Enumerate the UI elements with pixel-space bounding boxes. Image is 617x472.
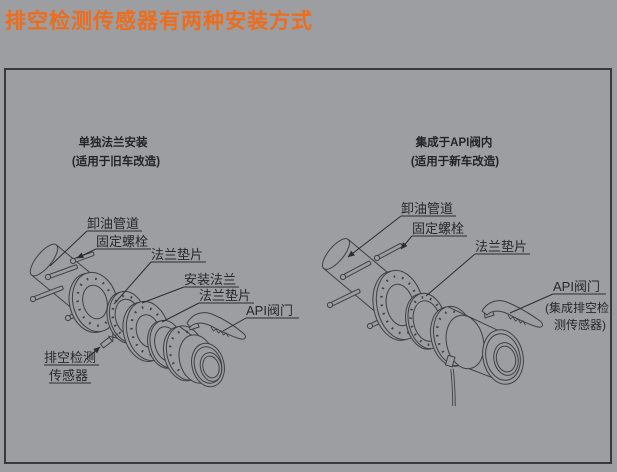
diagram-frame: 单独法兰安装 (适用于旧车改造) — [4, 68, 612, 464]
label-api-valve: API阀门 — [246, 303, 293, 318]
label-valve-note-line2: 测传感器) — [554, 317, 606, 332]
leader-line — [222, 317, 247, 332]
bolt-drawing — [373, 243, 403, 262]
valve-handle-drawing — [186, 312, 246, 340]
bolt-drawing — [29, 285, 64, 303]
leader-line — [400, 235, 413, 250]
page-title: 排空检测传感器有两种安装方式 — [5, 10, 313, 33]
leader-line — [76, 248, 97, 259]
label-fixing-bolts: 固定螺栓 — [96, 234, 148, 249]
valve-drawing — [430, 300, 543, 407]
label-flange-gasket: 法兰垫片 — [475, 239, 527, 254]
valve-drawing — [162, 312, 246, 388]
right-heading: 集成于API阀内 — [415, 135, 493, 149]
valve-cable-drawing — [444, 354, 456, 407]
bolt-drawing — [339, 260, 372, 281]
label-sensor-line2: 传感器 — [49, 368, 88, 383]
label-flange-gasket-2: 法兰垫片 — [199, 288, 251, 303]
diagram-canvas: 单独法兰安装 (适用于旧车改造) — [29, 135, 609, 407]
bolt-drawing — [44, 264, 78, 281]
leader-line — [425, 253, 476, 297]
leader-line — [161, 302, 200, 323]
left-subheading: (适用于旧车改造) — [72, 154, 160, 168]
right-subheading: (适用于新车改造) — [411, 154, 499, 168]
bolt-drawing — [69, 251, 95, 265]
left-heading: 单独法兰安装 — [79, 135, 148, 149]
leader-line — [347, 215, 402, 258]
leader-line — [141, 286, 185, 304]
label-valve-note-line1: (集成排空检 — [545, 300, 609, 315]
leader-line — [113, 261, 152, 305]
label-unloading-pipe: 卸油管道 — [401, 201, 453, 216]
left-diagram: 单独法兰安装 (适用于旧车改造) — [29, 135, 299, 388]
label-mounting-flange: 安装法兰 — [184, 272, 236, 287]
label-api-valve: API阀门 — [553, 279, 600, 294]
label-fixing-bolts: 固定螺栓 — [412, 221, 464, 236]
leader-line — [49, 230, 88, 267]
sensor-plug-drawing — [99, 332, 119, 349]
leader-line — [85, 346, 101, 360]
bolt-drawing — [326, 288, 361, 309]
valve-handle-drawing — [481, 300, 543, 328]
label-flange-gasket-1: 法兰垫片 — [151, 247, 203, 262]
leader-line — [509, 293, 554, 314]
label-unloading-pipe: 卸油管道 — [87, 216, 139, 231]
label-sensor-line1: 排空检测 — [44, 350, 96, 365]
right-diagram: 集成于API阀内 (适用于新车改造) — [322, 135, 609, 407]
